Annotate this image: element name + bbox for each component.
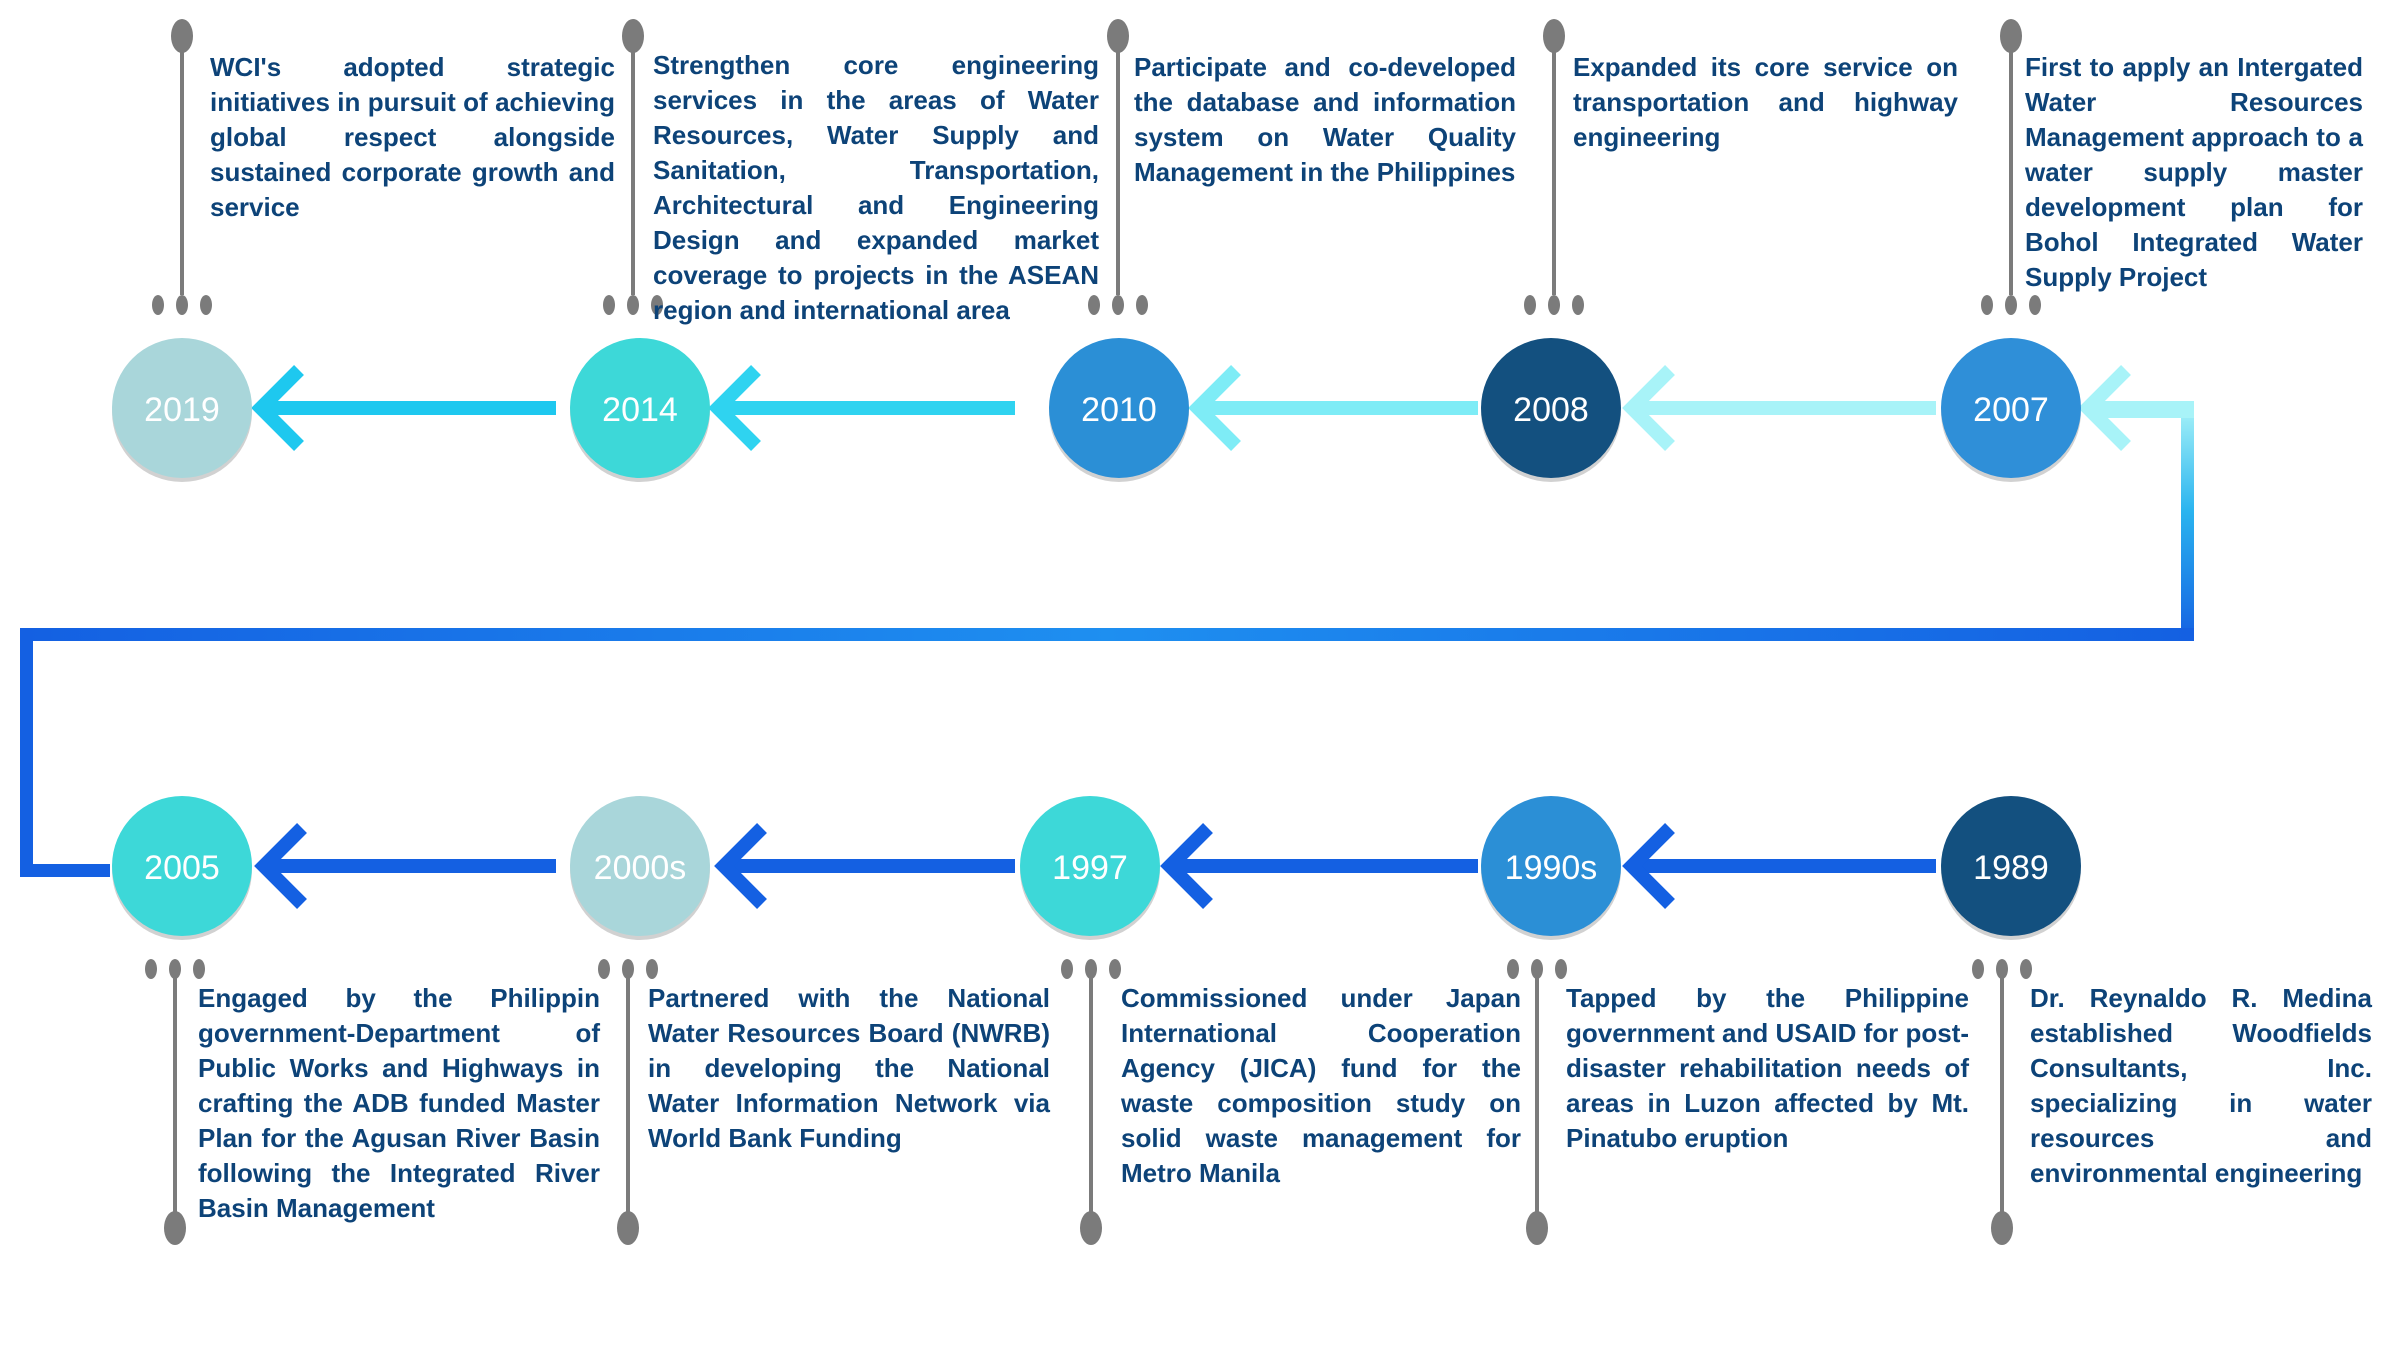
year-label: 2008 <box>1513 391 1589 429</box>
connector-left-vertical <box>20 628 33 877</box>
year-label: 1990s <box>1505 849 1598 887</box>
year-label: 1989 <box>1973 849 2049 887</box>
arrow-2010-to-2014 <box>708 365 1015 451</box>
milestone-description-1989: Dr. Reynaldo R. Medina established Woodf… <box>2030 983 2372 1188</box>
year-circle <box>1020 796 1160 936</box>
year-node-1990s: 1990s <box>1481 796 1621 940</box>
milestone-description-2008: Expanded its core service on transportat… <box>1573 52 1958 152</box>
year-circle <box>1049 338 1189 478</box>
pin-1990s <box>1507 959 1567 1245</box>
year-circle <box>1481 338 1621 478</box>
connector-right-vertical <box>2181 405 2194 641</box>
year-circle <box>570 796 710 936</box>
pin-2010 <box>1088 19 1148 315</box>
connector-middle-horizontal <box>20 628 2194 641</box>
year-node-1997: 1997 <box>1020 796 1160 940</box>
pin-1989 <box>1972 959 2032 1245</box>
pin-2007 <box>1981 19 2041 315</box>
year-label: 2007 <box>1973 391 2049 429</box>
arrow-2000s-to-2005 <box>254 823 556 909</box>
year-node-2010: 2010 <box>1049 338 1189 482</box>
year-circle <box>1941 338 2081 478</box>
arrow-2008-to-2010 <box>1188 365 1478 451</box>
milestone-description-2005: Engaged by the Philippin government-Depa… <box>198 983 600 1223</box>
arrow-1997-to-2000s <box>714 823 1015 909</box>
connector-left-bottom <box>20 864 110 877</box>
year-node-1989: 1989 <box>1941 796 2081 940</box>
pin-1997 <box>1061 959 1121 1245</box>
year-label: 2014 <box>602 391 678 429</box>
arrow-1989-to-1990s <box>1622 823 1936 909</box>
milestone-description-2014: Strengthen core engineering services in … <box>653 50 1099 325</box>
pin-2014 <box>603 19 663 315</box>
milestone-description-1990s: Tapped by the Philippine government and … <box>1566 983 1970 1153</box>
milestone-description-2010: Participate and co-developed the databas… <box>1134 52 1516 187</box>
year-label: 1997 <box>1052 849 1128 887</box>
year-node-2019: 2019 <box>112 338 252 482</box>
year-node-2000s: 2000s <box>570 796 710 940</box>
year-node-2014: 2014 <box>570 338 710 482</box>
pin-2019 <box>152 19 212 315</box>
arrow-2007-to-2008 <box>1622 365 1936 451</box>
year-node-2005: 2005 <box>112 796 252 940</box>
year-circle <box>570 338 710 478</box>
year-label: 2010 <box>1081 391 1157 429</box>
milestone-description-2007: First to apply an Intergated Water Resou… <box>2025 52 2363 292</box>
pin-2008 <box>1524 19 1584 315</box>
arrow-1990s-to-1997 <box>1160 823 1478 909</box>
milestone-description-2019: WCI's adopted strategic initiatives in p… <box>210 52 615 222</box>
year-node-2008: 2008 <box>1481 338 1621 482</box>
year-circle <box>1481 796 1621 936</box>
year-node-2007: 2007 <box>1941 338 2081 482</box>
year-label: 2005 <box>144 849 220 887</box>
year-label: 2000s <box>594 849 687 887</box>
year-circle <box>112 338 252 478</box>
milestone-description-2000s: Partnered with the National Water Resour… <box>648 983 1050 1153</box>
year-circle <box>1941 796 2081 936</box>
milestone-description-1997: Commissioned under Japan International C… <box>1121 983 1521 1188</box>
arrow-2014-to-2019 <box>251 365 556 451</box>
pin-2000s <box>598 959 658 1245</box>
pin-2005 <box>145 959 205 1245</box>
year-circle <box>112 796 252 936</box>
year-label: 2019 <box>144 391 220 429</box>
arrow-connector-to-2007 <box>2078 365 2194 451</box>
